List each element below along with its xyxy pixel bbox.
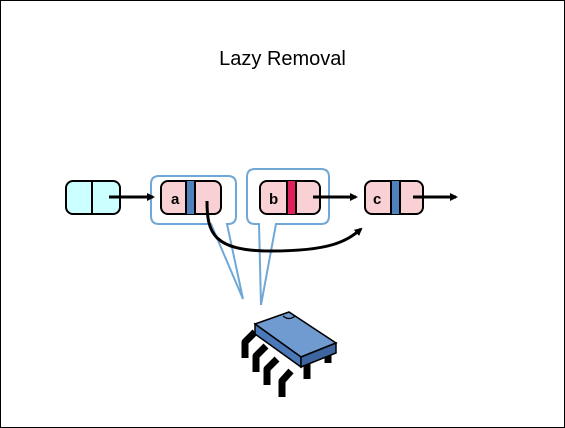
slide-title: Lazy Removal [219, 48, 346, 70]
list-node-head [65, 180, 121, 215]
mark-bit-c [391, 181, 400, 214]
list-node-b: b [259, 180, 321, 215]
arrow-a-to-c-bypass [205, 200, 363, 253]
microchip-icon [241, 311, 338, 397]
node-label-b: b [269, 191, 278, 208]
node-label-a: a [171, 191, 180, 208]
mark-bit-a [186, 181, 195, 214]
list-node-a: a [160, 180, 222, 215]
mark-bit-b [287, 181, 296, 214]
node-label-c: c [373, 191, 381, 208]
